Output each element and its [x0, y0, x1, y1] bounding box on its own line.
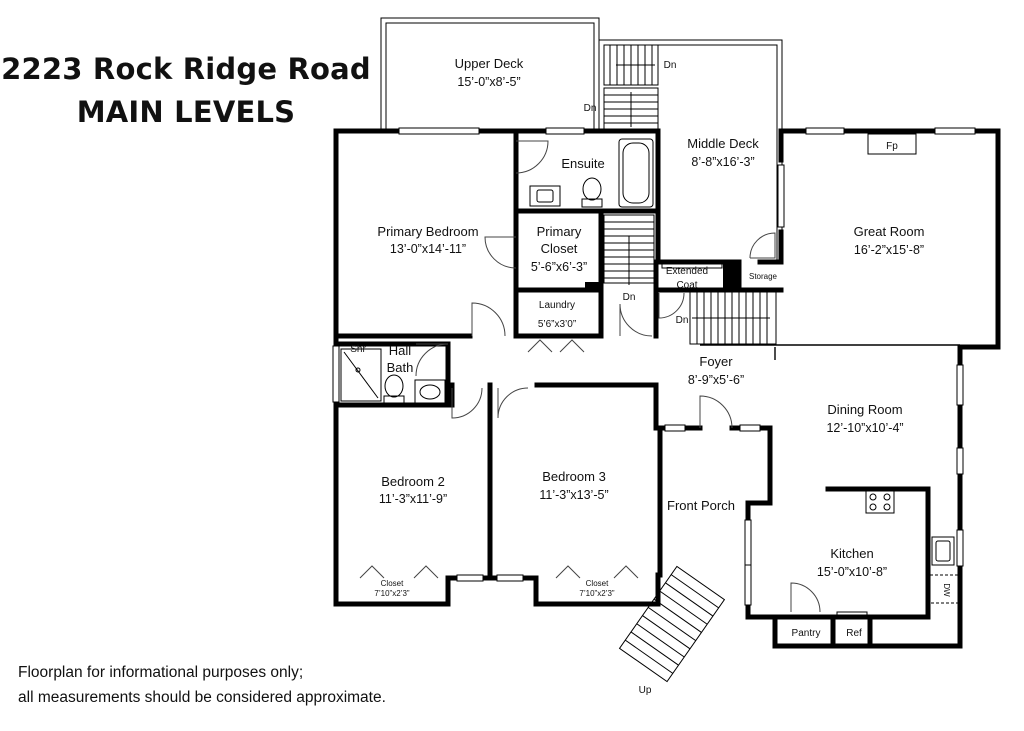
middle-deck-dim: 8’-8”x16’-3”: [691, 155, 754, 169]
disclaimer-line-1: Floorplan for informational purposes onl…: [18, 664, 304, 681]
dining-room-label: Dining Room: [827, 402, 902, 417]
upper-deck-outline: [380, 17, 600, 130]
bedroom3-closet-dim: 7’10”x2’3”: [579, 589, 614, 598]
bedroom3-dim: 11’-3”x13’-5”: [539, 488, 608, 502]
chimney-block: [723, 262, 741, 290]
foyer-label: Foyer: [699, 354, 733, 369]
hall-bath-label-2: Bath: [387, 360, 414, 375]
front-porch-stairs: [618, 565, 726, 683]
upper-stairs: [603, 44, 659, 131]
great-room-label: Great Room: [854, 224, 925, 239]
dining-room-dim: 12’-10”x10’-4”: [826, 421, 903, 435]
stairs-dn-2: Dn: [584, 103, 597, 114]
upper-deck-label: Upper Deck: [455, 56, 524, 71]
middle-deck-label: Middle Deck: [687, 136, 759, 151]
fixtures: [340, 133, 959, 618]
primary-bedroom-dim: 13’-0”x14’-11”: [390, 242, 466, 256]
address-title: 2223 Rock Ridge Road: [1, 52, 371, 86]
pantry-label: Pantry: [792, 628, 821, 639]
storage-label: Storage: [749, 272, 778, 281]
primary-closet-dim: 5’-6”x6’-3”: [531, 260, 587, 274]
walls: [333, 128, 1001, 649]
extended-coat-label-1: Extended: [666, 266, 708, 277]
bedroom2-dim: 11’-3”x11’-9”: [379, 492, 447, 506]
stairs-dn-4: Dn: [676, 315, 689, 326]
fireplace-label: Fp: [886, 141, 898, 152]
foyer-dim: 8’-9”x5’-6”: [688, 373, 744, 387]
hall-bath-label-1: Hall: [389, 343, 412, 358]
interior-stairs: [603, 214, 777, 345]
door-swings: [359, 140, 821, 613]
great-room-dim: 16’-2”x15’-8”: [854, 243, 924, 257]
primary-closet-label-1: Primary: [537, 224, 582, 239]
primary-bedroom-label: Primary Bedroom: [377, 224, 478, 239]
laundry-dim: 5’6”x3’0”: [538, 319, 576, 330]
stairs-up-label: Up: [639, 685, 652, 696]
wall-pier: [585, 282, 601, 292]
primary-closet-label-2: Closet: [541, 241, 578, 256]
extended-coat-label-2: Coat: [676, 280, 697, 291]
windows: [332, 127, 976, 606]
disclaimer-line-2: all measurements should be considered ap…: [18, 689, 386, 706]
ensuite-label: Ensuite: [561, 156, 604, 171]
shower-label: Shr: [350, 344, 366, 355]
bedroom3-label: Bedroom 3: [542, 469, 606, 484]
stairs-dn-1: Dn: [664, 60, 677, 71]
stairs-dn-3: Dn: [623, 292, 636, 303]
laundry-label: Laundry: [539, 300, 575, 311]
front-porch-label: Front Porch: [667, 498, 735, 513]
kitchen-dim: 15’-0”x10’-8”: [817, 565, 887, 579]
level-title: MAIN LEVELS: [76, 95, 296, 129]
dishwasher-label: DW: [942, 583, 951, 597]
bedroom2-label: Bedroom 2: [381, 474, 445, 489]
bedroom2-closet-label: Closet: [381, 579, 404, 588]
bedroom3-closet-label: Closet: [586, 579, 609, 588]
kitchen-label: Kitchen: [830, 546, 873, 561]
bedroom2-closet-dim: 7’10”x2’3”: [374, 589, 409, 598]
upper-deck-dim: 15’-0”x8’-5”: [457, 75, 520, 89]
ref-label: Ref: [846, 628, 862, 639]
